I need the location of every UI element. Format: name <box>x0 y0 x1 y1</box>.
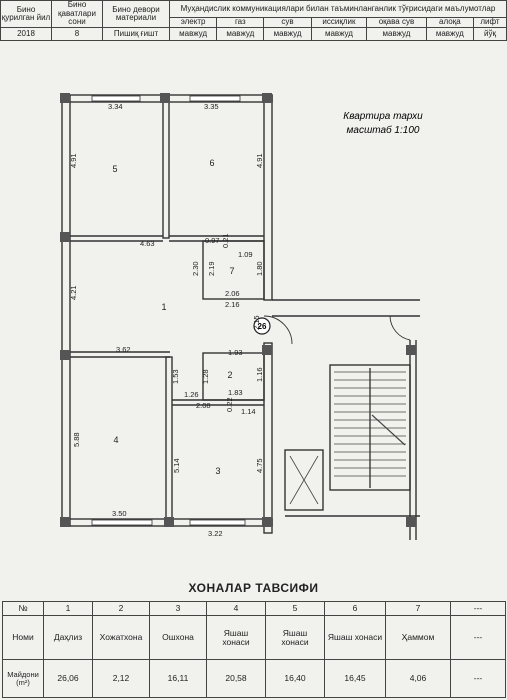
room-area-3: 16,11 <box>149 659 207 698</box>
value-build-year: 2018 <box>0 27 52 41</box>
plan-scale: масштаб 1:100 <box>347 124 420 136</box>
room-area-7: 4,06 <box>385 659 451 698</box>
dim-3-34: 3.34 <box>108 102 123 111</box>
dim-4-91-right: 4.91 <box>255 153 264 168</box>
room-name-4: Яшаш хонаси <box>206 615 266 660</box>
room-area-5: 16,40 <box>265 659 325 698</box>
dim-0-22: 0.22 <box>225 397 234 412</box>
right-wall-lower <box>263 342 273 534</box>
dim-4-63: 4.63 <box>140 239 155 248</box>
dim-0-21: 0.21 <box>221 233 230 248</box>
building-info-table: Бино қурилган йил Бино қаватлари сони Би… <box>0 0 507 41</box>
room-name-2: Хожатхона <box>92 615 150 660</box>
door-number: 26 <box>258 322 267 331</box>
utility-communication: алоқа <box>425 17 474 28</box>
dim-2-06: 2.06 <box>225 289 240 298</box>
dim-1-26: 1.26 <box>184 390 199 399</box>
dim-2-08: 2.08 <box>196 401 211 410</box>
dim-4-75: 4.75 <box>255 458 264 473</box>
room-name-3: Ошхона <box>149 615 207 660</box>
room-5-number: 5 <box>112 164 117 174</box>
room-no-4: 4 <box>206 601 266 616</box>
dim-3-62: 3.62 <box>116 345 131 354</box>
room-area-2: 2,12 <box>92 659 150 698</box>
row-label-area: Майдони (m²) <box>2 659 44 698</box>
room-3-number: 3 <box>215 466 220 476</box>
dim-3-35: 3.35 <box>204 102 219 111</box>
dim-1-14: 1.14 <box>241 407 256 416</box>
dim-2-15: 2.15 <box>252 315 261 330</box>
value-heating: мавжуд <box>310 27 368 41</box>
row-label-name: Номи <box>2 615 44 660</box>
dim-4-91-left: 4.91 <box>69 153 78 168</box>
dim-1-93: 1.93 <box>228 348 243 357</box>
room-no-7: 7 <box>385 601 451 616</box>
utility-sewage: оқава сув <box>366 17 427 28</box>
value-elevator: йўқ <box>472 27 507 41</box>
dim-3-22: 3.22 <box>208 529 223 538</box>
room-name-1: Даҳлиз <box>43 615 93 660</box>
utility-water: сув <box>263 17 312 28</box>
value-electricity: мавжуд <box>168 27 218 41</box>
room-7-outline <box>202 240 265 300</box>
dim-3-50: 3.50 <box>112 509 127 518</box>
header-build-year: Бино қурилган йил <box>0 0 52 28</box>
elevator-shaft <box>284 449 324 511</box>
value-sewage: мавжуд <box>366 27 427 41</box>
dim-1-16: 1.16 <box>255 367 264 382</box>
header-floors: Бино қаватлари сони <box>51 0 103 28</box>
room-name-5: Яшаш хонаси <box>265 615 325 660</box>
value-water: мавжуд <box>263 27 312 41</box>
room-no-extra: --- <box>450 601 506 616</box>
value-wall-material: Пишиқ ғишт <box>102 27 170 41</box>
utility-electricity: электр <box>168 17 218 28</box>
room-6-number: 6 <box>209 158 214 168</box>
room-name-7: Ҳаммом <box>385 615 451 660</box>
dim-1-83: 1.83 <box>228 388 243 397</box>
dim-1-09: 1.09 <box>238 250 253 259</box>
room-name-6: Яшаш хонаси <box>324 615 386 660</box>
row-label-number: № <box>2 601 44 616</box>
plan-title: Квартира тархи <box>343 111 423 122</box>
floor-plan: 26 Квартира тархи масштаб 1:100 5 6 7 1 … <box>60 93 423 540</box>
utility-elevator: лифт <box>472 17 507 28</box>
right-wall-upper <box>263 94 273 301</box>
value-floors: 8 <box>51 27 103 41</box>
room-no-1: 1 <box>43 601 93 616</box>
dim-0-97: 0.97 <box>205 236 220 245</box>
room-area-extra: --- <box>450 659 506 698</box>
rooms-table-title: ХОНАЛАР ТАВСИФИ <box>188 581 319 595</box>
utility-heating: иссиқлик <box>310 17 368 28</box>
room-area-6: 16,45 <box>324 659 386 698</box>
dim-1-28: 1.28 <box>201 369 210 384</box>
room-2-number: 2 <box>227 370 232 380</box>
value-gas: мавжуд <box>216 27 265 41</box>
header-utilities-title: Муҳандислик коммуникациялари билан таъми… <box>169 0 507 18</box>
dim-1-53: 1.53 <box>171 369 180 384</box>
partition-5-6 <box>162 101 170 239</box>
rooms-table: № 1 2 3 4 5 6 7 --- Номи Даҳлиз Хожатхон… <box>2 601 506 698</box>
dim-2-19: 2.19 <box>207 261 216 276</box>
room-7-number: 7 <box>229 266 234 276</box>
room-no-6: 6 <box>324 601 386 616</box>
dim-5-14: 5.14 <box>172 458 181 473</box>
room-no-2: 2 <box>92 601 150 616</box>
dim-4-21: 4.21 <box>69 285 78 300</box>
room-no-3: 3 <box>149 601 207 616</box>
dim-2-30: 2.30 <box>191 261 200 276</box>
room-area-4: 20,58 <box>206 659 266 698</box>
value-communication: мавжуд <box>425 27 474 41</box>
room-name-extra: --- <box>450 615 506 660</box>
utility-gas: газ <box>216 17 265 28</box>
header-wall-material: Бино девори материали <box>102 0 170 28</box>
room-no-5: 5 <box>265 601 325 616</box>
room-4-number: 4 <box>113 435 118 445</box>
room-1-number: 1 <box>161 302 166 312</box>
dim-5-88: 5.88 <box>72 432 81 447</box>
dim-2-16: 2.16 <box>225 300 240 309</box>
dim-1-80: 1.80 <box>255 261 264 276</box>
room-area-1: 26,06 <box>43 659 93 698</box>
